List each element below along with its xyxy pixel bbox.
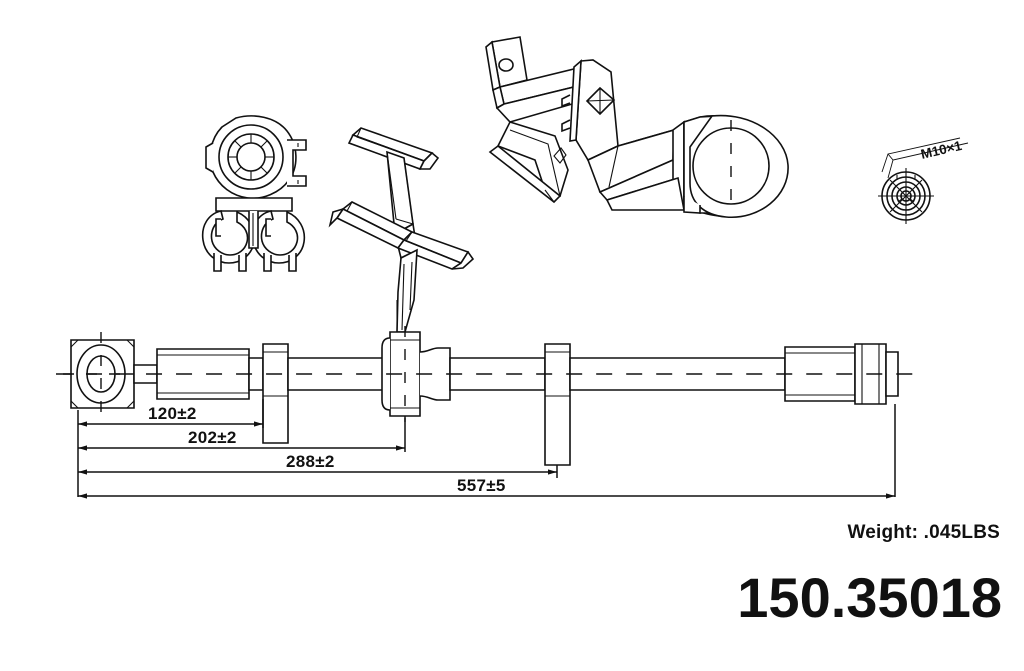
dim-288-label: 288±2 — [286, 452, 335, 471]
brake-hose-assembly — [56, 326, 914, 466]
mounting-bracket — [485, 36, 789, 218]
dim-202: 202±2 — [78, 428, 405, 451]
threaded-fitting: M10×1 — [878, 137, 969, 224]
part-number: 150.35018 — [737, 566, 1002, 629]
thread-callout-label: M10×1 — [919, 138, 963, 162]
dim-557-label: 557±5 — [457, 476, 506, 495]
dim-288: 288±2 — [78, 452, 557, 475]
dim-120-label: 120±2 — [148, 404, 197, 423]
dual-hose-clip — [201, 115, 307, 272]
weight-label: Weight: .045LBS — [847, 522, 1000, 543]
push-in-retainer — [328, 127, 475, 333]
dim-557: 557±5 — [78, 476, 895, 499]
dim-202-label: 202±2 — [188, 428, 237, 447]
dimension-block: 120±2 202±2 288±2 557±5 — [77, 399, 896, 499]
dim-120: 120±2 — [78, 404, 263, 427]
